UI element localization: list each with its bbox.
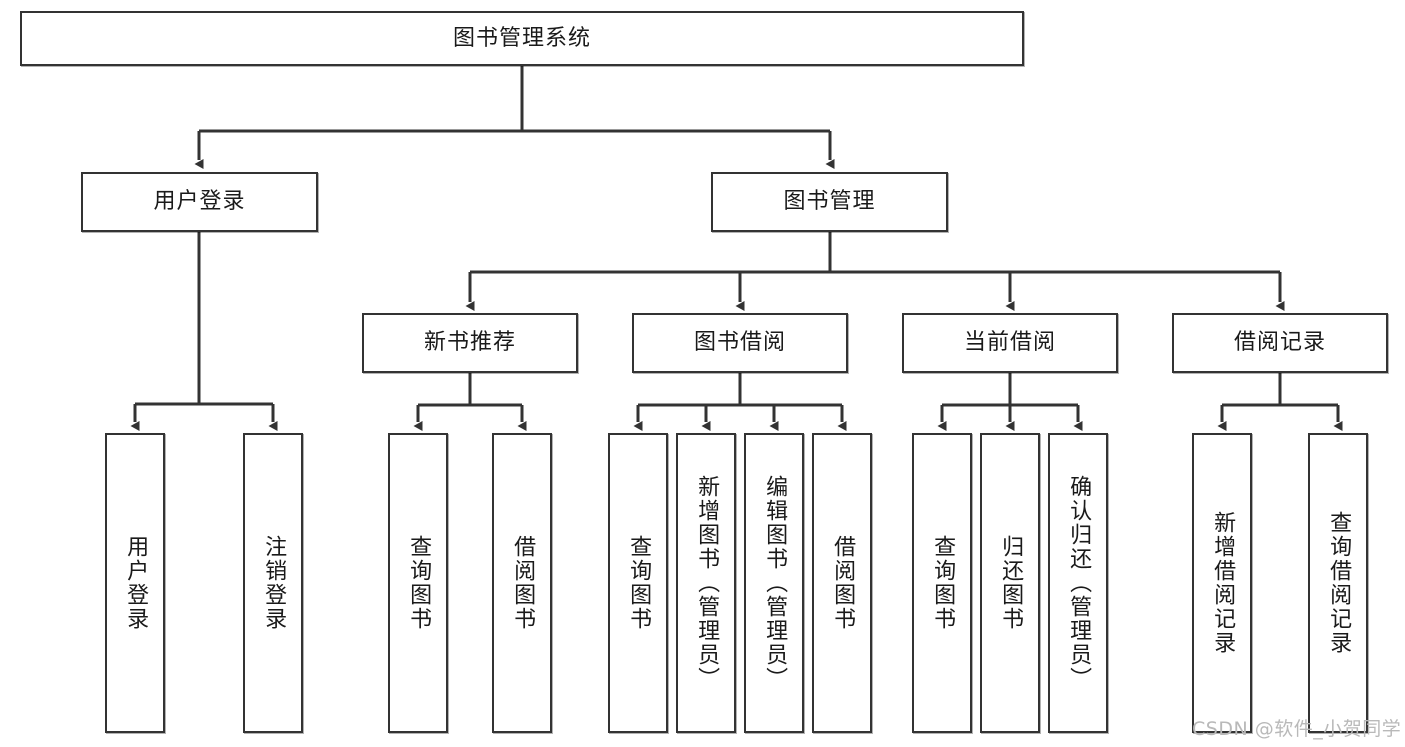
node-leaf-current-return-book[interactable]: 归还图书 xyxy=(980,433,1040,733)
node-new-book-recommend-label: 新书推荐 xyxy=(423,330,516,356)
node-leaf-borrow-edit-book[interactable]: 编辑图书（管理员） xyxy=(744,433,804,733)
node-leaf-record-query[interactable]: 查询借阅记录 xyxy=(1308,433,1368,733)
node-borrow-record[interactable]: 借阅记录 xyxy=(1172,313,1388,373)
node-leaf-borrow-add-book-label: 新增图书（管理员） xyxy=(694,475,720,691)
node-leaf-current-confirm-return-label: 确认归还（管理员） xyxy=(1066,475,1092,691)
node-book-borrow[interactable]: 图书借阅 xyxy=(632,313,848,373)
node-leaf-record-query-label: 查询借阅记录 xyxy=(1326,511,1352,655)
node-leaf-borrow-query-book-label: 查询图书 xyxy=(626,535,652,631)
node-leaf-borrow-borrow-book-label: 借阅图书 xyxy=(830,535,856,631)
node-leaf-user-login-label: 用户登录 xyxy=(123,535,149,631)
node-user-login-label: 用户登录 xyxy=(153,189,246,215)
node-leaf-recommend-borrow-book[interactable]: 借阅图书 xyxy=(492,433,552,733)
node-root[interactable]: 图书管理系统 xyxy=(20,11,1024,66)
node-leaf-borrow-edit-book-label: 编辑图书（管理员） xyxy=(762,475,788,691)
node-leaf-current-query-book-label: 查询图书 xyxy=(930,535,956,631)
node-root-label: 图书管理系统 xyxy=(452,25,591,51)
node-leaf-recommend-query-book[interactable]: 查询图书 xyxy=(388,433,448,733)
node-leaf-current-query-book[interactable]: 查询图书 xyxy=(912,433,972,733)
node-leaf-user-login[interactable]: 用户登录 xyxy=(105,433,165,733)
node-leaf-current-confirm-return[interactable]: 确认归还（管理员） xyxy=(1048,433,1108,733)
node-new-book-recommend[interactable]: 新书推荐 xyxy=(362,313,578,373)
node-user-login[interactable]: 用户登录 xyxy=(81,172,318,232)
node-leaf-user-logout-label: 注销登录 xyxy=(261,535,287,631)
node-leaf-record-add[interactable]: 新增借阅记录 xyxy=(1192,433,1252,733)
node-leaf-recommend-query-book-label: 查询图书 xyxy=(406,535,432,631)
node-borrow-record-label: 借阅记录 xyxy=(1233,330,1326,356)
node-leaf-record-add-label: 新增借阅记录 xyxy=(1210,511,1236,655)
node-leaf-recommend-borrow-book-label: 借阅图书 xyxy=(510,535,536,631)
node-book-management[interactable]: 图书管理 xyxy=(711,172,948,232)
node-book-management-label: 图书管理 xyxy=(783,189,876,215)
node-current-borrow-label: 当前借阅 xyxy=(963,330,1056,356)
node-leaf-user-logout[interactable]: 注销登录 xyxy=(243,433,303,733)
node-leaf-borrow-add-book[interactable]: 新增图书（管理员） xyxy=(676,433,736,733)
node-current-borrow[interactable]: 当前借阅 xyxy=(902,313,1118,373)
node-leaf-current-return-book-label: 归还图书 xyxy=(998,535,1024,631)
node-leaf-borrow-query-book[interactable]: 查询图书 xyxy=(608,433,668,733)
node-leaf-borrow-borrow-book[interactable]: 借阅图书 xyxy=(812,433,872,733)
node-book-borrow-label: 图书借阅 xyxy=(693,330,786,356)
